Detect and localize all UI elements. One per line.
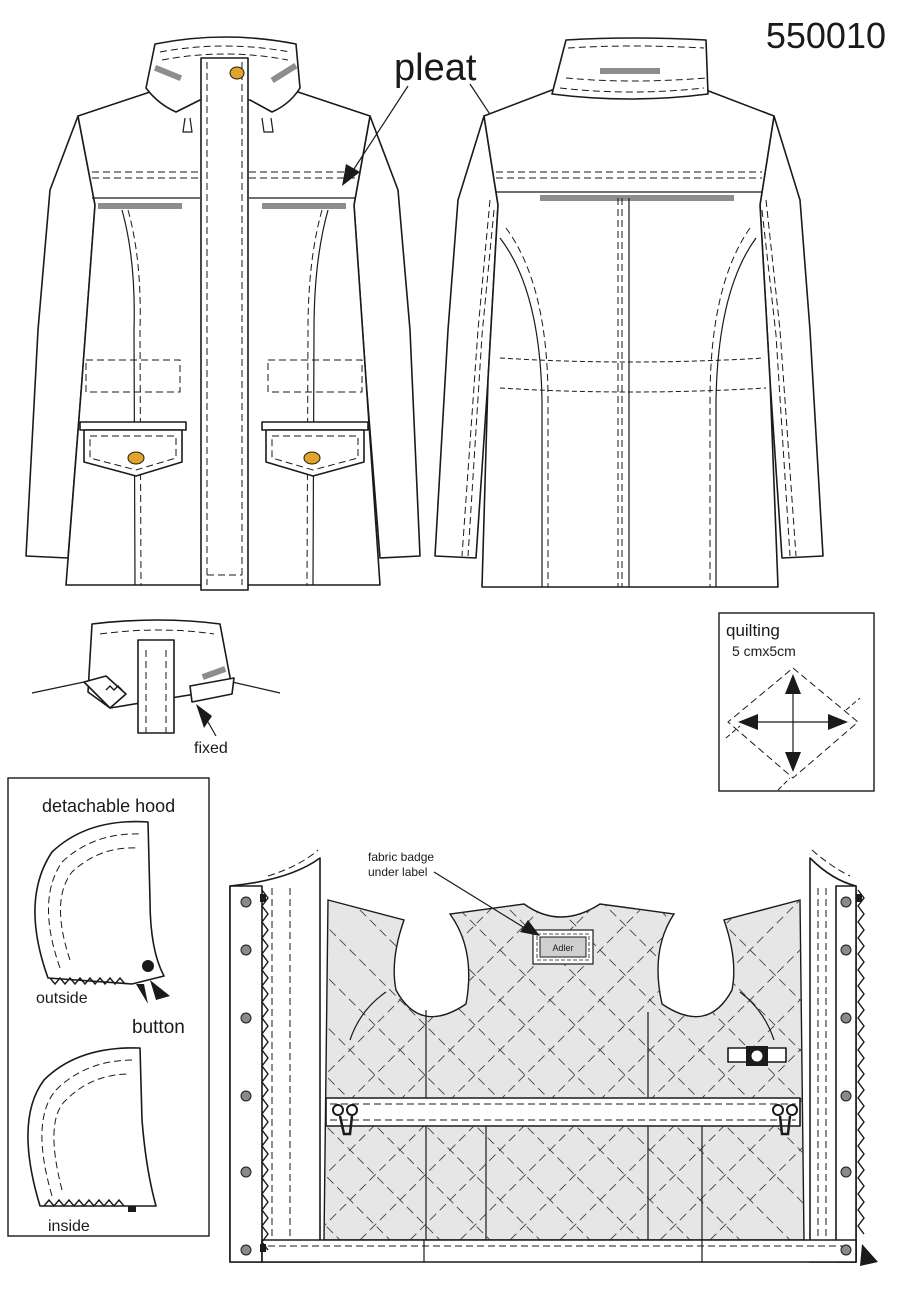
badge-note-line1: fabric badge [368, 850, 434, 864]
collar-button [229, 66, 245, 80]
lining-body [323, 899, 805, 1241]
jacket-back-view [434, 37, 824, 588]
brand-label-text: Adler [552, 943, 573, 953]
hem-band [261, 1239, 857, 1263]
fixed-label: fixed [194, 740, 228, 757]
snap-buttons-left [240, 896, 252, 1256]
hood-inside [27, 1047, 157, 1207]
front-placket [200, 57, 249, 591]
quilting-title: quilting [726, 621, 780, 640]
pleat-mark-back [540, 195, 734, 201]
zipper-left [261, 889, 269, 1251]
hood-title: detachable hood [42, 796, 175, 816]
pocket-right-upper [267, 359, 363, 393]
left-facing [229, 885, 263, 1263]
drawcord-stopper-right [772, 1104, 798, 1136]
pleat-mark-front-right [262, 203, 346, 209]
pocket-left-upper [85, 359, 181, 393]
drawcord-channel [325, 1097, 801, 1127]
back-body [481, 89, 779, 588]
hood-button-label: button [132, 1017, 185, 1038]
collar-tab-left [153, 64, 183, 82]
hood-inside-label: inside [48, 1218, 90, 1235]
right-facing [835, 885, 857, 1263]
style-number: 550010 [766, 15, 886, 56]
pocket-button-left [127, 451, 145, 465]
pleat-label: pleat [394, 47, 477, 89]
quilting-box [718, 612, 875, 792]
snap-buttons-right [840, 896, 852, 1256]
collar-detail [31, 619, 281, 737]
hood-button [142, 960, 154, 972]
jacket-front-view [25, 36, 421, 591]
collar-tab-right [270, 63, 298, 83]
back-collar-label [600, 68, 660, 74]
zipper-right [857, 889, 865, 1235]
pleat-mark-front-left [98, 203, 182, 209]
badge-note-line2: under label [368, 865, 427, 879]
hood-outside-label: outside [36, 990, 88, 1007]
drawcord-stopper-left [332, 1104, 358, 1136]
lining-inside-view [229, 849, 878, 1266]
hood-box [7, 777, 210, 1237]
pocket-button-right [303, 451, 321, 465]
quilting-size: 5 cmx5cm [732, 643, 796, 659]
hood-outside [34, 820, 165, 985]
quilting-pattern [324, 900, 804, 1240]
